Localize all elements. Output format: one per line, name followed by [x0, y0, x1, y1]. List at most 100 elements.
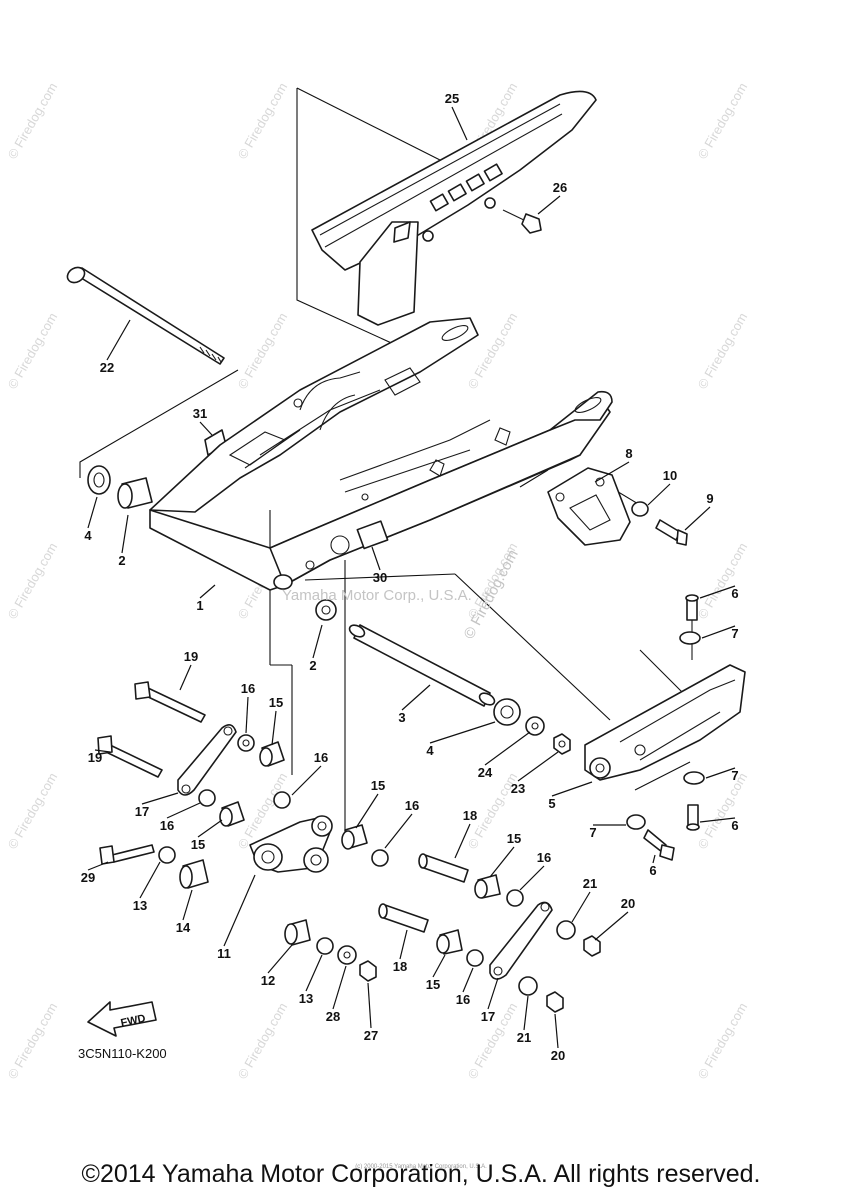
watermark-tile: © Firedog.com — [695, 80, 751, 162]
leader-line-6 — [699, 585, 736, 599]
leader-line-28 — [332, 965, 347, 1010]
tiny-copyright: (c) 2000-2015 Yamaha Motor Corporation, … — [355, 1164, 487, 1170]
reference-lines — [79, 87, 691, 836]
watermark-tile: © Firedog.com — [5, 80, 61, 162]
collar-12 — [284, 919, 311, 946]
chain-case — [311, 90, 597, 326]
callout-14: 14 — [176, 920, 191, 935]
leader-line-7 — [705, 767, 736, 779]
watermark-tile: © Firedog.com — [235, 1000, 291, 1082]
collar-15-e — [436, 929, 463, 955]
leader-line-27 — [367, 982, 372, 1029]
leader-line-19 — [94, 749, 111, 753]
leader-line-11 — [223, 874, 256, 947]
leader-line-21 — [571, 891, 591, 923]
oil-seal-4-right — [493, 698, 521, 726]
callout-5: 5 — [548, 796, 555, 811]
washer-16-a — [237, 734, 255, 752]
pivot-shaft-22 — [66, 266, 225, 365]
collar-15-d — [474, 874, 501, 899]
callout-15: 15 — [371, 778, 385, 793]
callout-16: 16 — [160, 818, 174, 833]
callout-18: 18 — [463, 808, 477, 823]
callout-10: 10 — [663, 468, 677, 483]
fwd-arrow: FWD — [87, 1001, 157, 1037]
callout-16: 16 — [405, 798, 419, 813]
watermark-tile: © Firedog.com — [695, 1000, 751, 1082]
nut-23 — [553, 733, 571, 755]
callout-16: 16 — [241, 681, 255, 696]
washer-13-right — [316, 937, 334, 955]
leader-line-1 — [199, 584, 216, 599]
washer-21-upper — [556, 920, 576, 940]
callout-15: 15 — [269, 695, 283, 710]
leader-line-16 — [291, 765, 322, 796]
callout-7: 7 — [589, 825, 596, 840]
callout-6: 6 — [731, 818, 738, 833]
leader-line-4 — [87, 496, 98, 529]
callout-11: 11 — [217, 946, 231, 961]
connecting-rod-17-lower — [489, 901, 553, 980]
leader-line-17 — [487, 977, 499, 1010]
callout-4: 4 — [84, 528, 92, 543]
leader-line-20 — [554, 1013, 559, 1049]
callout-29: 29 — [81, 870, 95, 885]
watermark-tile: © Firedog.com — [695, 540, 751, 622]
callout-21: 21 — [517, 1030, 531, 1045]
leader-line-6 — [652, 854, 656, 864]
connecting-rod-17-upper — [177, 724, 237, 796]
nut-20-upper — [583, 935, 601, 957]
leader-line-24 — [484, 731, 531, 766]
leader-line-13 — [305, 954, 323, 992]
leader-line-7 — [701, 625, 736, 639]
leader-line-17 — [141, 792, 179, 805]
copyright-footer: ©2014 Yamaha Motor Corporation, U.S.A. A… — [81, 1160, 761, 1188]
leader-line-2 — [312, 624, 323, 659]
callout-13: 13 — [299, 991, 313, 1006]
leader-line-21 — [523, 995, 529, 1031]
leader-lines — [87, 106, 736, 1049]
leader-line-15 — [489, 846, 515, 878]
watermark-tile: © Firedog.com — [5, 770, 61, 852]
leader-line-30 — [371, 546, 381, 571]
watermark-tile: © Firedog.com — [5, 540, 61, 622]
drawing-code: 3C5N110-K200 — [78, 1046, 167, 1061]
leader-line-9 — [684, 506, 711, 531]
callout-15: 15 — [426, 977, 440, 992]
callout-19: 19 — [88, 750, 102, 765]
watermark-tile: © Firedog.com — [695, 310, 751, 392]
washer-7-left — [626, 814, 646, 830]
leader-line-16 — [166, 802, 201, 819]
washer-16-c — [198, 789, 216, 807]
bolt-19-lower — [97, 735, 163, 778]
leader-line-16 — [245, 696, 249, 734]
bolt-9 — [655, 519, 688, 546]
watermark-tile: © Firedog.com — [235, 80, 291, 162]
callout-23: 23 — [511, 781, 525, 796]
leader-line-15 — [432, 954, 446, 978]
collar-15-b — [219, 801, 245, 827]
watermark-tile: © Firedog.com — [465, 310, 521, 392]
leader-line-20 — [594, 911, 629, 941]
callout-16: 16 — [537, 850, 551, 865]
callout-13: 13 — [133, 898, 147, 913]
washer-10 — [631, 501, 649, 517]
callout-12: 12 — [261, 973, 275, 988]
washer-7-top — [679, 631, 701, 645]
callout-21: 21 — [583, 876, 597, 891]
callout-25: 25 — [445, 91, 459, 106]
leader-line-15 — [271, 710, 277, 746]
watermark-tile: © Firedog.com — [235, 310, 291, 392]
callout-6: 6 — [649, 863, 656, 878]
leader-line-22 — [106, 319, 131, 361]
relay-arm-11 — [249, 815, 333, 873]
watermark-tile: © Firedog.com — [5, 1000, 61, 1082]
callout-17: 17 — [481, 1009, 495, 1024]
callout-17: 17 — [135, 804, 149, 819]
callout-6: 6 — [731, 586, 738, 601]
washer-16-e — [506, 889, 524, 907]
rear-arm — [149, 317, 613, 591]
callout-2: 2 — [309, 658, 316, 673]
washer-24 — [525, 716, 545, 736]
